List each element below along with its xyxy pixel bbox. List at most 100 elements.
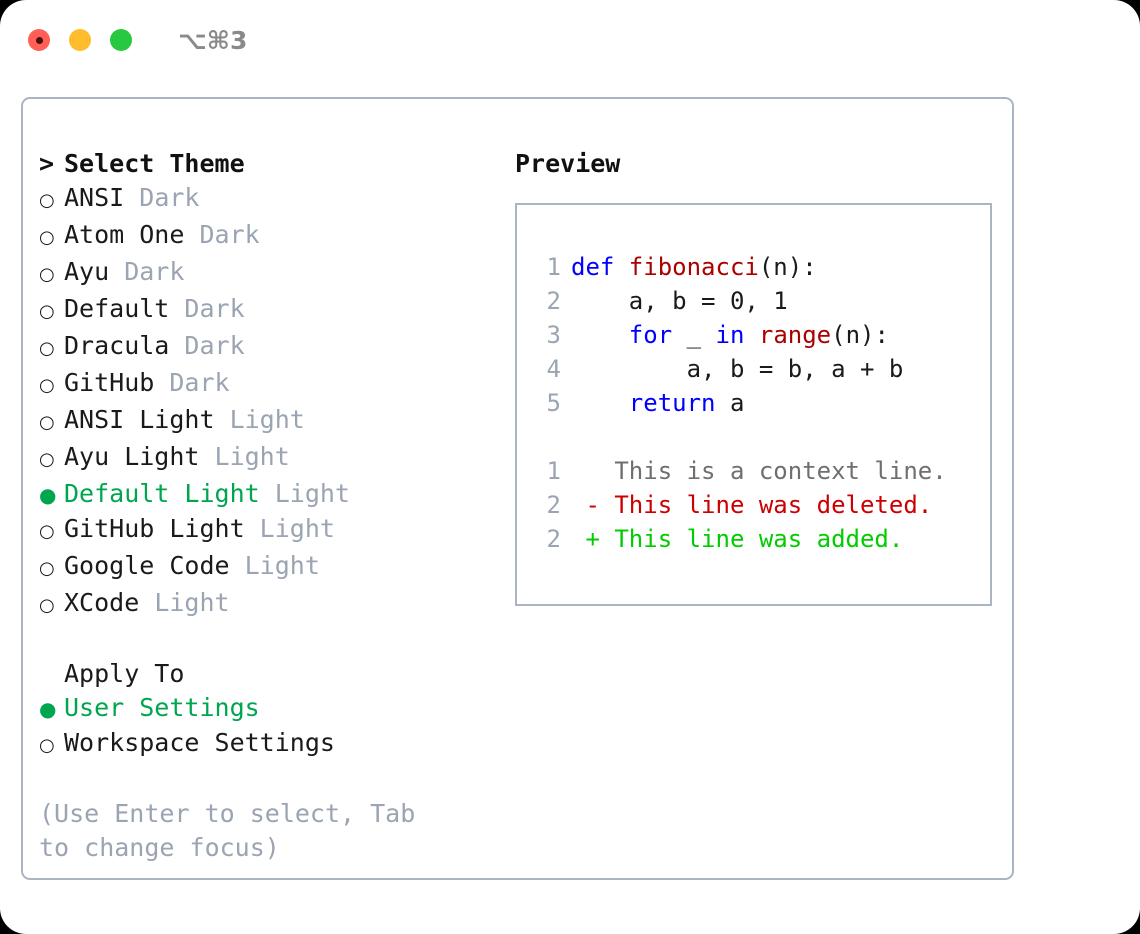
line-number: 5 (546, 389, 561, 417)
apply-to-item[interactable]: ○ Workspace Settings (39, 726, 503, 763)
code-token: def (571, 253, 629, 281)
theme-list-item[interactable]: ○ GitHub Light Light (39, 512, 503, 549)
apply-to-header-label: Apply To (64, 659, 185, 688)
preview-title: Preview (515, 149, 621, 178)
focus-caret-icon: > (39, 149, 55, 178)
theme-list-item[interactable]: ○XCode Light (39, 586, 503, 623)
radio-unselected-icon: ○ (39, 301, 55, 322)
radio-unselected-icon: ○ (39, 412, 55, 433)
radio-unselected-icon: ○ (39, 735, 55, 756)
diff-line: 1 This is a context line. (535, 454, 990, 488)
code-line: 2 a, b = 0, 1 (535, 284, 990, 318)
radio-unselected-icon: ○ (39, 227, 55, 248)
code-token: (n): (831, 321, 889, 349)
code-token: fibonacci (628, 253, 759, 281)
theme-variant-label: Light (199, 442, 290, 471)
theme-name-label: GitHub Light (64, 514, 245, 543)
theme-list-item[interactable]: ○ ANSI Dark (39, 181, 503, 218)
theme-list-header-label: Select Theme (64, 149, 245, 178)
line-number: 2 (546, 525, 561, 553)
code-token: a (715, 389, 745, 417)
code-line: 5 return a (535, 386, 990, 420)
title-bar: ⌥⌘3 (0, 0, 1140, 80)
line-number: 1 (546, 457, 561, 485)
theme-name-label: ANSI (64, 183, 125, 212)
line-number: 3 (546, 321, 561, 349)
diff-text: This is a context line. (571, 457, 947, 485)
close-button[interactable] (28, 29, 50, 51)
radio-unselected-icon: ○ (39, 375, 55, 396)
radio-unselected-icon: ○ (39, 521, 55, 542)
radio-selected-icon: ● (39, 697, 57, 721)
theme-name-label: Atom One (64, 220, 185, 249)
theme-list-item[interactable]: ○Dracula Dark (39, 329, 503, 366)
theme-list-header: > Select Theme (39, 147, 503, 181)
radio-unselected-icon: ○ (39, 558, 55, 579)
theme-variant-label: Light (214, 405, 305, 434)
maximize-button[interactable] (110, 29, 132, 51)
theme-name-label: Google Code (64, 551, 230, 580)
code-token (571, 321, 629, 349)
apply-to-list[interactable]: ●User Settings ○ Workspace Settings (39, 691, 503, 763)
code-token: _ (672, 321, 716, 349)
theme-list-item[interactable]: ○Ayu Dark (39, 255, 503, 292)
theme-list-item[interactable]: ○ Google Code Light (39, 549, 503, 586)
radio-selected-icon: ● (39, 483, 57, 507)
theme-list-item[interactable]: ○ Atom One Dark (39, 218, 503, 255)
theme-variant-label: Dark (124, 183, 200, 212)
theme-list-item[interactable]: ○ Default Dark (39, 292, 503, 329)
radio-unselected-icon: ○ (39, 264, 55, 285)
theme-variant-label: Dark (169, 294, 245, 323)
code-token: in (715, 321, 745, 349)
theme-name-label: Default (64, 294, 170, 323)
diff-sample: 1 This is a context line.2 - This line w… (535, 454, 990, 556)
theme-name-label: GitHub (64, 368, 155, 397)
diff-line: 2 - This line was deleted. (535, 488, 990, 522)
code-token: range (758, 321, 832, 349)
theme-variant-label: Light (229, 551, 320, 580)
code-line: 4 a, b = b, a + b (535, 352, 990, 386)
apply-to-header: Apply To (39, 657, 503, 691)
theme-variant-label: Light (244, 514, 335, 543)
code-token (744, 321, 758, 349)
radio-unselected-icon: ○ (39, 449, 55, 470)
line-number: 2 (546, 491, 561, 519)
minimize-button[interactable] (69, 29, 91, 51)
theme-variant-label: Light (259, 479, 350, 508)
line-number: 4 (546, 355, 561, 383)
theme-list-item[interactable]: ● Default Light Light (39, 477, 503, 512)
radio-unselected-icon: ○ (39, 190, 55, 211)
theme-name-label: Default Light (64, 479, 260, 508)
theme-name-label: Dracula (64, 331, 170, 360)
code-token: a, b = 0, 1 (571, 287, 788, 315)
preview-gap (535, 420, 990, 454)
code-line: 3 for _ in range(n): (535, 318, 990, 352)
traffic-lights (28, 29, 132, 51)
theme-name-label: Ayu Light (64, 442, 200, 471)
main-panel: >Select Theme ○ANSI Dark○Atom One Dark○A… (21, 97, 1014, 880)
code-token: a, b = b, a + b (571, 355, 904, 383)
diff-text: - This line was deleted. (571, 491, 933, 519)
apply-to-label: Workspace Settings (64, 728, 335, 757)
apply-to-item[interactable]: ●User Settings (39, 691, 503, 726)
diff-text: + This line was added. (571, 525, 904, 553)
diff-line: 2 + This line was added. (535, 522, 990, 556)
theme-variant-label: Dark (184, 220, 260, 249)
theme-list[interactable]: ○ANSI Dark○Atom One Dark○Ayu Dark○Defaul… (39, 181, 503, 623)
line-number: 1 (546, 253, 561, 281)
theme-variant-label: Light (139, 588, 230, 617)
theme-variant-label: Dark (169, 331, 245, 360)
line-number: 2 (546, 287, 561, 315)
keyboard-hint-text: (Use Enter to select, Tab to change focu… (39, 799, 416, 862)
radio-unselected-icon: ○ (39, 595, 55, 616)
theme-list-item[interactable]: ○ Ayu Light Light (39, 440, 503, 477)
theme-name-label: ANSI Light (64, 405, 215, 434)
theme-list-item[interactable]: ○ ANSI Light Light (39, 403, 503, 440)
theme-selection-column: >Select Theme ○ANSI Dark○Atom One Dark○A… (23, 99, 503, 878)
theme-list-item[interactable]: ○GitHub Dark (39, 366, 503, 403)
